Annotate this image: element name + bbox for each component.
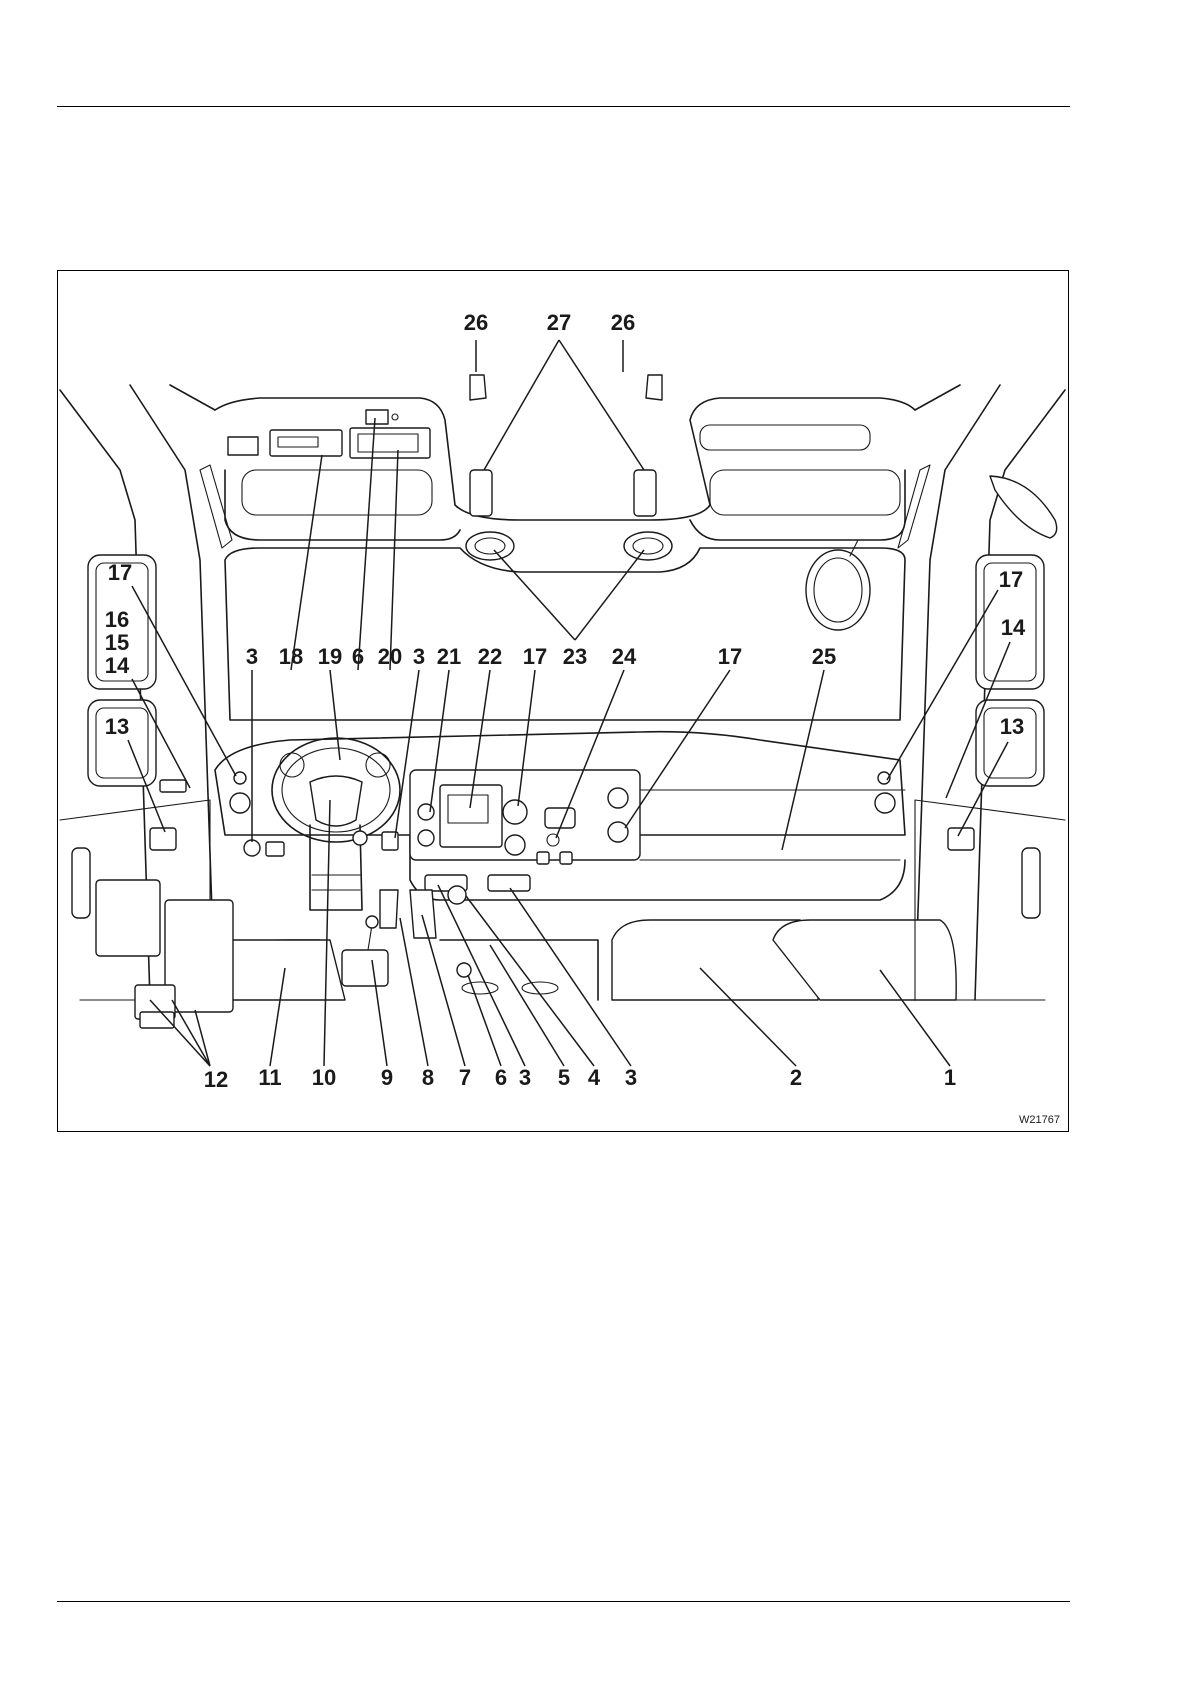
callout-21: 21: [437, 644, 461, 669]
callout-18: 18: [279, 644, 303, 669]
callout-17: 17: [718, 644, 742, 669]
callout-24: 24: [612, 644, 637, 669]
callout-17: 17: [523, 644, 547, 669]
callout-16: 16: [105, 607, 129, 632]
callout-11: 11: [258, 1065, 281, 1090]
callout-17: 17: [108, 560, 132, 585]
callout-4: 4: [588, 1065, 601, 1090]
callout-12: 12: [204, 1067, 228, 1092]
callout-8: 8: [422, 1065, 434, 1090]
callout-17: 17: [999, 567, 1023, 592]
callout-14: 14: [105, 653, 130, 678]
callout-23: 23: [563, 644, 587, 669]
callout-2: 2: [790, 1065, 802, 1090]
callout-3: 3: [625, 1065, 637, 1090]
callout-3: 3: [413, 644, 425, 669]
callout-10: 10: [312, 1065, 336, 1090]
steering-wheel: [272, 738, 400, 910]
callout-13: 13: [105, 714, 129, 739]
figure-id: W21767: [1019, 1114, 1060, 1126]
callout-7: 7: [459, 1065, 471, 1090]
callout-26: 26: [611, 310, 635, 335]
callout-3: 3: [246, 644, 258, 669]
callout-22: 22: [478, 644, 502, 669]
callout-19: 19: [318, 644, 342, 669]
callout-1: 1: [944, 1065, 956, 1090]
callout-14: 14: [1001, 615, 1026, 640]
callout-13: 13: [1000, 714, 1024, 739]
callout-15: 15: [105, 630, 129, 655]
callout-25: 25: [812, 644, 836, 669]
callout-6: 6: [352, 644, 364, 669]
pedals: [342, 890, 436, 986]
callout-6: 6: [495, 1065, 507, 1090]
callout-9: 9: [381, 1065, 393, 1090]
callout-26: 26: [464, 310, 488, 335]
callout-3: 3: [519, 1065, 531, 1090]
side-mirrors: [88, 555, 1044, 786]
roof-lamps: [466, 375, 672, 560]
callout-27: 27: [547, 310, 571, 335]
footer-rule: [57, 1601, 1070, 1602]
callout-20: 20: [378, 644, 402, 669]
callout-5: 5: [558, 1065, 570, 1090]
roof-equipment: [228, 410, 430, 458]
